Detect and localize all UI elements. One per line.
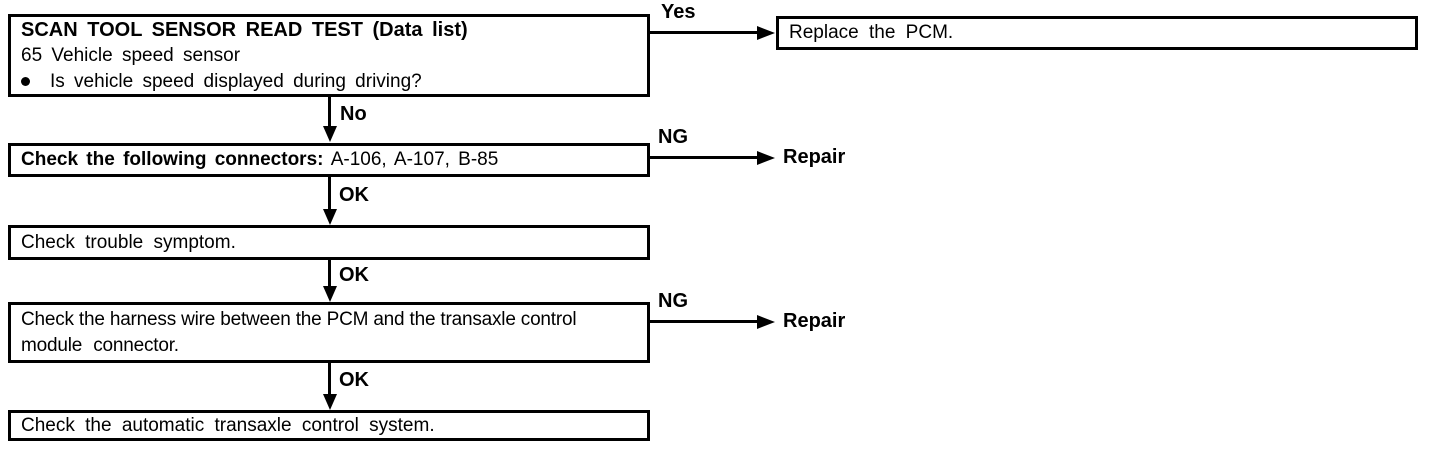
start-box-title: SCAN TOOL SENSOR READ TEST (Data list): [21, 18, 468, 41]
repair-label-2: Repair: [783, 310, 846, 332]
yes-arrowhead-icon: [757, 25, 775, 40]
yes-label: Yes: [661, 1, 696, 23]
ng-arrowhead-icon-2: [757, 314, 775, 329]
check-connectors-box: Check the following connectors: A-106, A…: [8, 143, 650, 177]
start-box-question: Is vehicle speed displayed during drivin…: [50, 70, 422, 92]
ok-label-1: OK: [339, 184, 369, 206]
ok-arrow-line-1: [328, 177, 331, 210]
ok-arrowhead-icon-2: [322, 286, 337, 302]
ok-label-2: OK: [339, 264, 369, 286]
check-symptom-text: Check trouble symptom.: [21, 231, 236, 253]
repair-label-1: Repair: [783, 146, 846, 168]
check-at-system-box: Check the automatic transaxle control sy…: [8, 410, 650, 441]
replace-pcm-box: Replace the PCM.: [776, 16, 1418, 50]
start-box: SCAN TOOL SENSOR READ TEST (Data list) 6…: [8, 14, 650, 97]
ng-arrowhead-icon-1: [757, 150, 775, 165]
no-arrow-line: [328, 97, 331, 128]
check-harness-line2: module connector.: [21, 334, 179, 356]
yes-arrow-line: [650, 31, 757, 34]
ng-label-1: NG: [658, 126, 688, 148]
bullet-icon: [21, 77, 30, 86]
ng-label-2: NG: [658, 290, 688, 312]
ng-arrow-line-1: [650, 156, 757, 159]
start-box-subtitle: 65 Vehicle speed sensor: [21, 44, 241, 66]
replace-pcm-text: Replace the PCM.: [789, 22, 954, 43]
no-label: No: [340, 103, 367, 125]
check-connectors-label: Check the following connectors:: [21, 149, 324, 170]
ok-arrowhead-icon-1: [322, 209, 337, 225]
no-arrowhead-icon: [322, 126, 337, 142]
check-symptom-box: Check trouble symptom.: [8, 225, 650, 260]
ok-arrow-line-3: [328, 363, 331, 395]
check-harness-box: Check the harness wire between the PCM a…: [8, 302, 650, 363]
check-at-system-text: Check the automatic transaxle control sy…: [21, 414, 435, 436]
ok-arrowhead-icon-3: [322, 394, 337, 410]
ng-arrow-line-2: [650, 320, 757, 323]
check-harness-line1: Check the harness wire between the PCM a…: [21, 308, 577, 330]
ok-label-3: OK: [339, 369, 369, 391]
check-connectors-value: A-106, A-107, B-85: [330, 149, 499, 170]
ok-arrow-line-2: [328, 260, 331, 287]
